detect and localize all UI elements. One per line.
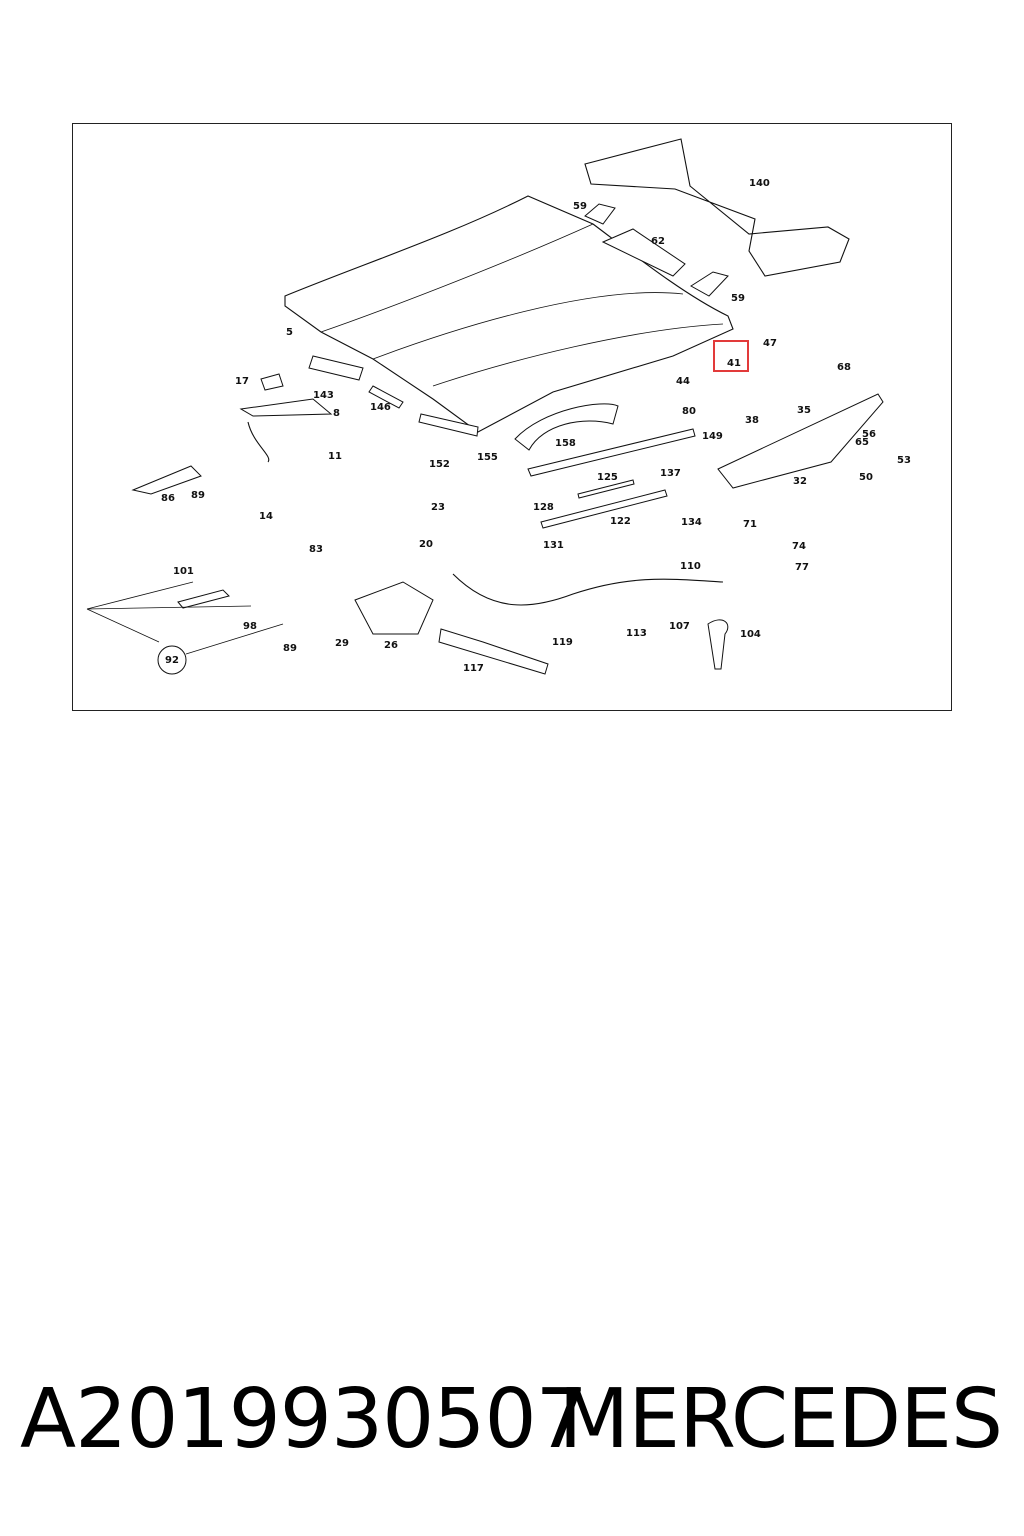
cover-158	[514, 403, 619, 451]
callout-155: 155	[477, 452, 498, 463]
part-number-caption: A2019930507	[20, 1372, 588, 1467]
vent-59-right	[690, 271, 729, 297]
rail-149	[527, 428, 696, 477]
callout-104: 104	[740, 629, 761, 640]
hinge-bracket-8	[239, 398, 333, 417]
callout-8: 8	[333, 408, 340, 419]
gas-spring-122	[540, 489, 668, 529]
callout-11: 11	[328, 451, 342, 462]
callout-59: 59	[573, 201, 587, 212]
callout-158: 158	[555, 438, 576, 449]
callout-53: 53	[897, 455, 911, 466]
channel-117	[438, 628, 549, 675]
callout-125: 125	[597, 472, 618, 483]
callout-134: 134	[681, 517, 702, 528]
callout-26: 26	[384, 640, 398, 651]
callout-68: 68	[837, 362, 851, 373]
callout-50: 50	[859, 472, 873, 483]
callout-146: 146	[370, 402, 391, 413]
brand-caption: MERCEDES	[558, 1372, 1003, 1467]
handle-104	[707, 619, 729, 670]
callout-149: 149	[702, 431, 723, 442]
callout-83: 83	[309, 544, 323, 555]
callout-92-circle	[157, 645, 187, 675]
cable-110	[452, 573, 724, 606]
callout-80: 80	[682, 406, 696, 417]
leader-98	[86, 605, 252, 610]
callout-143: 143	[313, 390, 334, 401]
hinge-arm-8	[247, 421, 270, 463]
bumper-146	[368, 385, 404, 409]
callout-122: 122	[610, 516, 631, 527]
callout-137: 137	[660, 468, 681, 479]
bracket-86	[131, 465, 202, 495]
callout-32: 32	[793, 476, 807, 487]
callout-89: 89	[283, 643, 297, 654]
lever-101-group	[177, 589, 230, 609]
callout-56: 56	[862, 429, 876, 440]
callout-113: 113	[626, 628, 647, 639]
highlight-box-41	[713, 340, 749, 372]
callout-86: 86	[161, 493, 175, 504]
clip-17	[260, 373, 284, 391]
callout-38: 38	[745, 415, 759, 426]
callout-20: 20	[419, 539, 433, 550]
leader-101	[86, 581, 194, 610]
callout-74: 74	[792, 541, 806, 552]
callout-62: 62	[651, 236, 665, 247]
callout-117: 117	[463, 663, 484, 674]
callout-59: 59	[731, 293, 745, 304]
rod-125	[577, 479, 635, 499]
callout-128: 128	[533, 502, 554, 513]
callout-101: 101	[173, 566, 194, 577]
callout-29: 29	[335, 638, 349, 649]
callout-131: 131	[543, 540, 564, 551]
callout-14: 14	[259, 511, 273, 522]
callout-98: 98	[243, 621, 257, 632]
vent-59-left	[584, 203, 616, 225]
seal-143	[308, 355, 364, 381]
seal-152	[418, 413, 479, 437]
tray-26	[354, 581, 434, 635]
callout-107: 107	[669, 621, 690, 632]
callout-41: 41	[727, 358, 741, 369]
callout-44: 44	[676, 376, 690, 387]
callout-110: 110	[680, 561, 701, 572]
callout-152: 152	[429, 459, 450, 470]
callout-35: 35	[797, 405, 811, 416]
callout-119: 119	[552, 637, 573, 648]
callout-65: 65	[855, 437, 869, 448]
vent-62	[601, 228, 686, 277]
leader-92	[86, 608, 160, 643]
callout-5: 5	[286, 327, 293, 338]
callout-17: 17	[235, 376, 249, 387]
callout-47: 47	[763, 338, 777, 349]
callout-140: 140	[749, 178, 770, 189]
leader-89	[185, 623, 284, 655]
hood-panel-5	[284, 195, 734, 433]
callout-23: 23	[431, 502, 445, 513]
callout-77: 77	[795, 562, 809, 573]
callout-89: 89	[191, 490, 205, 501]
lever-32	[717, 393, 884, 489]
callout-71: 71	[743, 519, 757, 530]
insulation-mat-140	[584, 138, 850, 277]
callout-92: 92	[165, 655, 179, 666]
